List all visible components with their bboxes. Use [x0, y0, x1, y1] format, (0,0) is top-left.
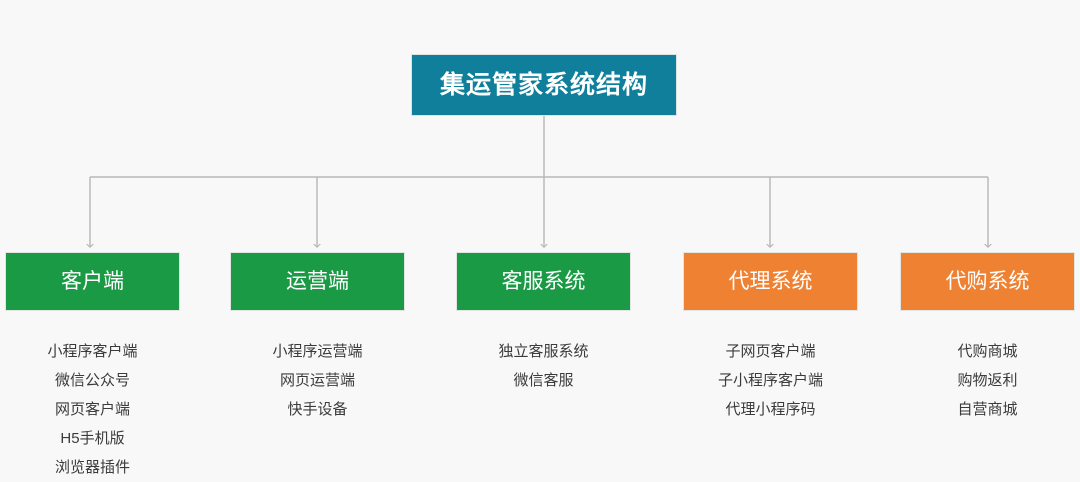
branch-column-5: 代购系统 代购商城 购物返利 自营商城 [900, 252, 1075, 424]
list-item: 快手设备 [287, 401, 348, 418]
list-item: 微信公众号 [54, 372, 130, 389]
list-item: 自营商城 [957, 401, 1018, 418]
list-item: 代购商城 [957, 343, 1018, 360]
list-item: 独立客服系统 [498, 343, 589, 360]
branch-5-item-list: 代购商城 购物返利 自营商城 [900, 337, 1075, 424]
list-item: 代理小程序码 [725, 401, 816, 418]
list-item: 购物返利 [957, 372, 1018, 389]
root-node[interactable]: 集运管家系统结构 [411, 54, 677, 116]
branch-node-1[interactable]: 客户端 [5, 252, 180, 311]
branch-node-1-label: 客户端 [61, 270, 124, 293]
list-item: 子小程序客户端 [717, 372, 823, 389]
branch-node-5[interactable]: 代购系统 [900, 252, 1075, 311]
branch-column-2: 运营端 小程序运营端 网页运营端 快手设备 [230, 252, 405, 424]
branch-node-4-label: 代理系统 [728, 270, 813, 293]
branch-4-item-list: 子网页客户端 子小程序客户端 代理小程序码 [683, 337, 858, 424]
branch-3-item-list: 独立客服系统 微信客服 [456, 337, 631, 395]
branch-1-item-list: 小程序客户端 微信公众号 网页客户端 H5手机版 浏览器插件 [5, 337, 180, 482]
branch-node-2[interactable]: 运营端 [230, 252, 405, 311]
branch-node-3[interactable]: 客服系统 [456, 252, 631, 311]
root-node-label: 集运管家系统结构 [439, 70, 648, 99]
branch-2-item-list: 小程序运营端 网页运营端 快手设备 [230, 337, 405, 424]
branch-column-4: 代理系统 子网页客户端 子小程序客户端 代理小程序码 [683, 252, 858, 424]
list-item: H5手机版 [60, 430, 125, 447]
branch-node-5-label: 代购系统 [945, 270, 1030, 293]
list-item: 小程序客户端 [47, 343, 138, 360]
list-item: 网页运营端 [279, 372, 355, 389]
branch-node-4[interactable]: 代理系统 [683, 252, 858, 311]
list-item: 网页客户端 [54, 401, 130, 418]
branch-column-3: 客服系统 独立客服系统 微信客服 [456, 252, 631, 395]
list-item: 微信客服 [513, 372, 574, 389]
branch-column-1: 客户端 小程序客户端 微信公众号 网页客户端 H5手机版 浏览器插件 [5, 252, 180, 482]
branch-node-3-label: 客服系统 [501, 270, 586, 293]
list-item: 子网页客户端 [725, 343, 816, 360]
list-item: 小程序运营端 [272, 343, 363, 360]
branch-node-2-label: 运营端 [286, 270, 349, 293]
list-item: 浏览器插件 [54, 459, 130, 476]
